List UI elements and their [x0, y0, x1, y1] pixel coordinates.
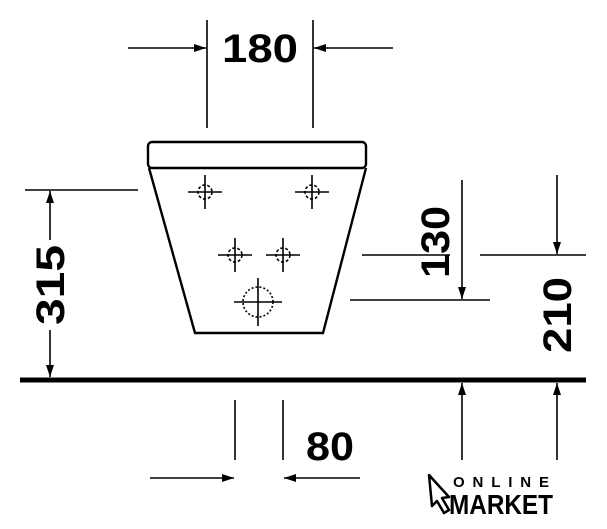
cursor-arrow-icon: [427, 473, 451, 515]
bidet-front-view: [146, 140, 368, 335]
dimension-80: [150, 400, 360, 482]
online-market-logo: ONLINE MARKET: [427, 473, 553, 520]
dimension-130: [350, 180, 490, 460]
label-315: 315: [29, 245, 73, 325]
dimension-210: [480, 175, 586, 460]
dimension-315: [25, 189, 138, 377]
label-180: 180: [222, 27, 298, 71]
label-130: 130: [414, 206, 458, 278]
label-210: 210: [536, 277, 580, 353]
logo-line2: MARKET: [449, 489, 553, 520]
label-80: 80: [306, 425, 354, 469]
mounting-hole-markers: [188, 175, 329, 326]
dimension-180: [128, 20, 393, 128]
